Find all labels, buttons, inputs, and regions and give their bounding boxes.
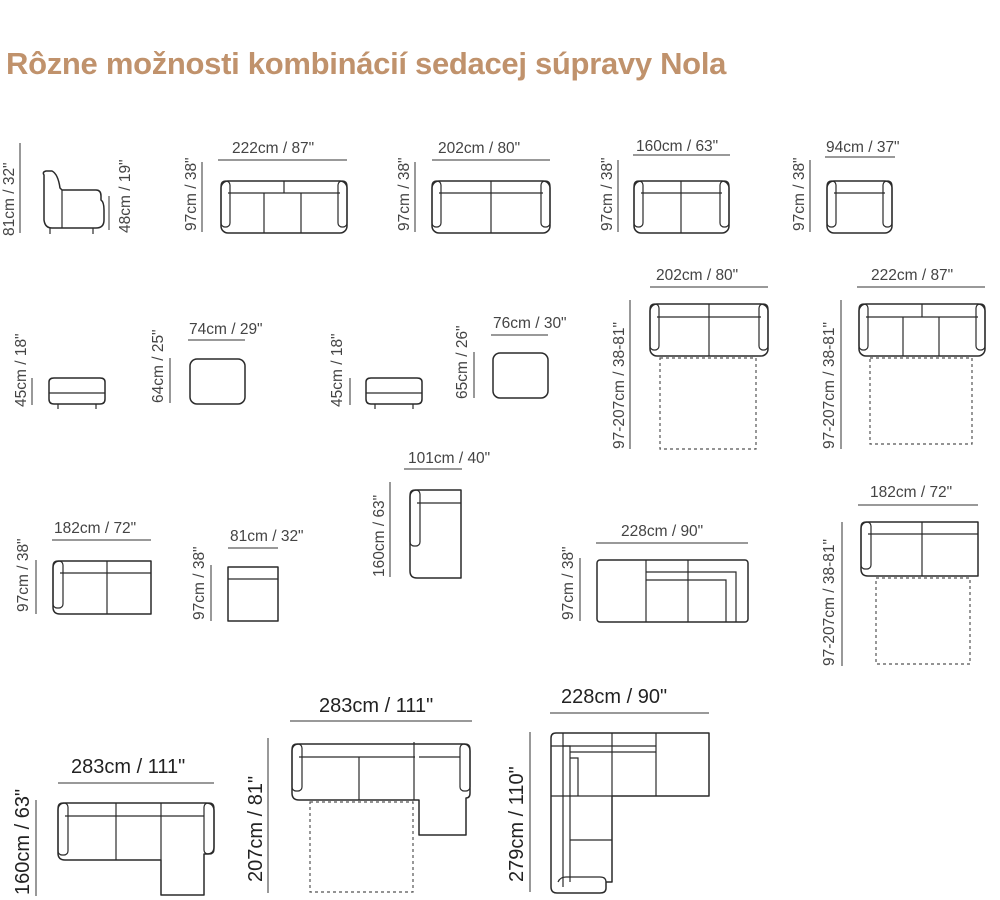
armchair-side-seat-height-label: 48cm / 19" [117, 159, 134, 233]
armchair-94-top: 94cm / 37" 97cm / 38" [791, 139, 900, 234]
corner-bed-chaise-283-width-label: 283cm / 111" [319, 695, 433, 717]
sofa-160-top: 160cm / 63" 97cm / 38" [599, 138, 730, 234]
footstool-small-width-label: 74cm / 29" [189, 321, 263, 338]
sofa-bed-202-height-label: 97-207cm / 38-81" [611, 322, 628, 449]
sofa-202-top: 202cm / 80" 97cm / 38" [396, 140, 551, 234]
armchair-94-width-label: 94cm / 37" [826, 139, 900, 156]
corner-l-228-height-label: 279cm / 110" [506, 766, 528, 882]
armchair-94-height-label: 97cm / 38" [791, 157, 808, 231]
armchair-side-height-label: 81cm / 32" [1, 162, 18, 236]
module-bed-182-height-label: 97-207cm / 38-81" [821, 539, 838, 666]
sofa-bed-202-width-label: 202cm / 80" [656, 267, 738, 284]
sofa-222-height-label: 97cm / 38" [183, 157, 200, 231]
corner-l-228-width-label: 228cm / 90" [561, 686, 667, 708]
sofa-222-top: 222cm / 87" 97cm / 38" [183, 140, 348, 234]
corner-l-228-top: 228cm / 90" 279cm / 110" [506, 686, 710, 894]
module-left-arm-182-top: 182cm / 72" 97cm / 38" [15, 520, 152, 615]
chaise-101-width-label: 101cm / 40" [408, 450, 490, 467]
module-armless-81-top: 81cm / 32" 97cm / 38" [191, 528, 304, 622]
module-81-width-label: 81cm / 32" [230, 528, 304, 545]
footstool-large-height-label: 65cm / 26" [454, 325, 471, 399]
footstool-large-side-height-label: 45cm / 18" [329, 333, 346, 407]
corner-chaise-283-height-label: 160cm / 63" [12, 789, 34, 895]
footstool-large-top-view: 76cm / 30" 65cm / 26" [454, 315, 567, 399]
sofa-bed-222-width-label: 222cm / 87" [871, 267, 953, 284]
corner-module-228-width-label: 228cm / 90" [621, 523, 703, 540]
footstool-small-height-label: 64cm / 25" [150, 329, 167, 403]
chaise-101-height-label: 160cm / 63" [371, 495, 388, 577]
sofa-160-width-label: 160cm / 63" [636, 138, 718, 155]
sofa-bed-222-height-label: 97-207cm / 38-81" [821, 322, 838, 449]
footstool-small-side-view: 45cm / 18" [13, 333, 106, 409]
sofa-222-width-label: 222cm / 87" [232, 140, 314, 157]
corner-chaise-283-width-label: 283cm / 111" [71, 756, 185, 778]
module-81-height-label: 97cm / 38" [191, 546, 208, 620]
module-182-height-label: 97cm / 38" [15, 538, 32, 612]
page-title: Rôzne možnosti kombinácií sedacej súprav… [6, 46, 727, 81]
sofa-bed-202-top: 202cm / 80" 97-207cm / 38-81" [611, 267, 769, 450]
footstool-small-top-view: 74cm / 29" 64cm / 25" [150, 321, 263, 405]
corner-module-228-top: 228cm / 90" 97cm / 38" [560, 523, 749, 623]
corner-bed-chaise-283-height-label: 207cm / 81" [245, 776, 267, 882]
module-bed-182-width-label: 182cm / 72" [870, 484, 952, 501]
sofa-bed-222-top: 222cm / 87" 97-207cm / 38-81" [821, 267, 986, 449]
corner-module-228-height-label: 97cm / 38" [560, 546, 577, 620]
sofa-160-height-label: 97cm / 38" [599, 157, 616, 231]
footstool-large-width-label: 76cm / 30" [493, 315, 567, 332]
corner-chaise-283-top: 283cm / 111" 160cm / 63" [12, 756, 215, 896]
sofa-202-width-label: 202cm / 80" [438, 140, 520, 157]
module-bed-182-top: 182cm / 72" 97-207cm / 38-81" [821, 484, 979, 666]
footstool-small-side-height-label: 45cm / 18" [13, 333, 30, 407]
corner-bed-chaise-283-top: 283cm / 111" 207cm / 81" [245, 695, 472, 893]
sofa-202-height-label: 97cm / 38" [396, 157, 413, 231]
armchair-side-view: 81cm / 32" 48cm / 19" [1, 143, 134, 236]
chaise-101-top: 101cm / 40" 160cm / 63" [371, 450, 490, 579]
footstool-large-side-view: 45cm / 18" [329, 333, 423, 409]
module-182-width-label: 182cm / 72" [54, 520, 136, 537]
